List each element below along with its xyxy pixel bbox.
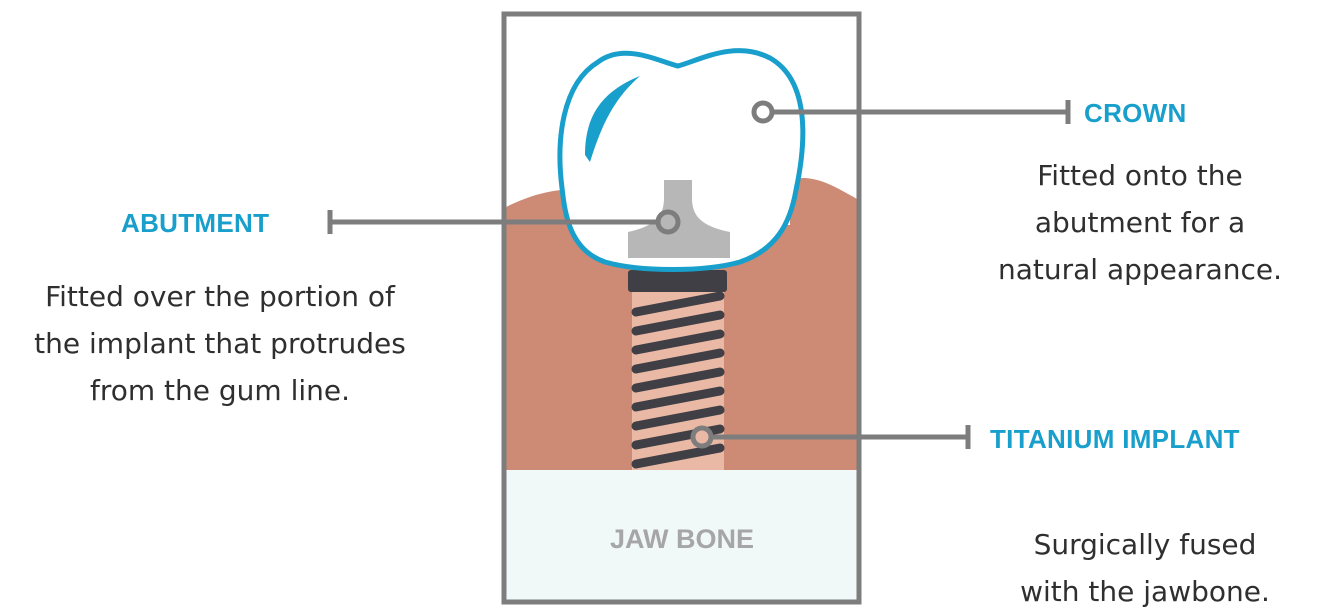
crown-desc-line-1: Fitted onto the xyxy=(965,152,1315,199)
abutment-desc-line-1: Fitted over the portion of xyxy=(0,273,440,320)
implant-desc-line-1: Surgically fused xyxy=(985,521,1305,568)
abutment-desc-line-2: the implant that protrudes xyxy=(0,320,440,367)
jaw-bone-label: JAW BONE xyxy=(610,524,754,554)
implant-description: Surgically fused with the jawbone. xyxy=(985,521,1305,615)
crown-description: Fitted onto the abutment for a natural a… xyxy=(965,152,1315,293)
crown-desc-line-2: abutment for a xyxy=(965,199,1315,246)
implant-title: TITANIUM IMPLANT xyxy=(990,424,1240,455)
crown-title: CROWN xyxy=(1084,98,1187,129)
abutment-title: ABUTMENT xyxy=(121,208,269,239)
implant-desc-line-2: with the jawbone. xyxy=(985,568,1305,615)
abutment-description: Fitted over the portion of the implant t… xyxy=(0,273,440,414)
crown-desc-line-3: natural appearance. xyxy=(965,246,1315,293)
abutment-desc-line-3: from the gum line. xyxy=(0,367,440,414)
